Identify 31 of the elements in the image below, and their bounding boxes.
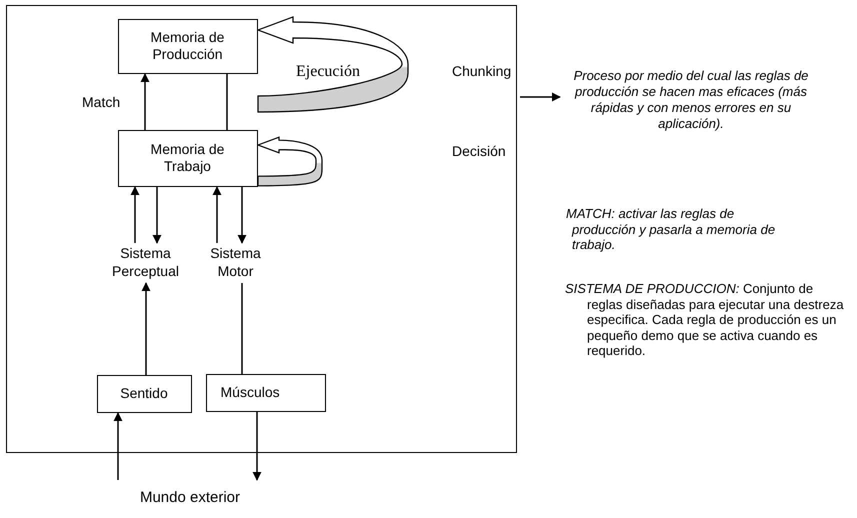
node-label: Sistema Motor — [209, 245, 262, 280]
node-label: Sistema Perceptual — [111, 245, 180, 280]
frame-box — [6, 5, 517, 453]
edge-label: Ejecución — [296, 62, 360, 82]
arrow — [130, 186, 140, 243]
curved-arrow — [257, 16, 409, 113]
arrow — [212, 186, 222, 243]
text-label: Decisión — [452, 143, 507, 160]
note-text: SISTEMA DE PRODUCCION: Conjunto de reglas diseñadas para ejecutar una destreza especifica. Cada regla de producción es un pequeño demo que se activa cuando es requerido. — [565, 281, 845, 359]
process-box — [96, 374, 192, 412]
arrow — [520, 92, 561, 102]
arrow — [152, 187, 162, 244]
node-label: Memoria de Trabajo — [150, 140, 226, 176]
curved-arrow — [257, 136, 323, 186]
node-label: Memoria de Producción — [150, 28, 226, 64]
node-label: Sentido — [120, 384, 168, 402]
connector-line — [226, 74, 228, 130]
text-label: Chunking — [452, 63, 512, 80]
process-box — [118, 18, 258, 74]
arrow — [142, 282, 150, 375]
note-text: Proceso por medio del cual las reglas de producción se hacen mas eficaces (más rápidas y con menos errores en su aplicación). — [572, 68, 810, 132]
arrow — [252, 412, 262, 481]
note-text: MATCH: activar las reglas de producción y pasarla a memoria de trabajo. — [566, 206, 776, 253]
arrow — [140, 73, 150, 130]
arrow — [238, 187, 246, 244]
node-label: Músculos — [220, 384, 280, 402]
process-box — [118, 130, 258, 186]
node-label: Mundo exterior — [140, 488, 240, 508]
connector-line — [241, 283, 243, 374]
arrow — [114, 412, 122, 480]
process-box — [206, 374, 326, 412]
